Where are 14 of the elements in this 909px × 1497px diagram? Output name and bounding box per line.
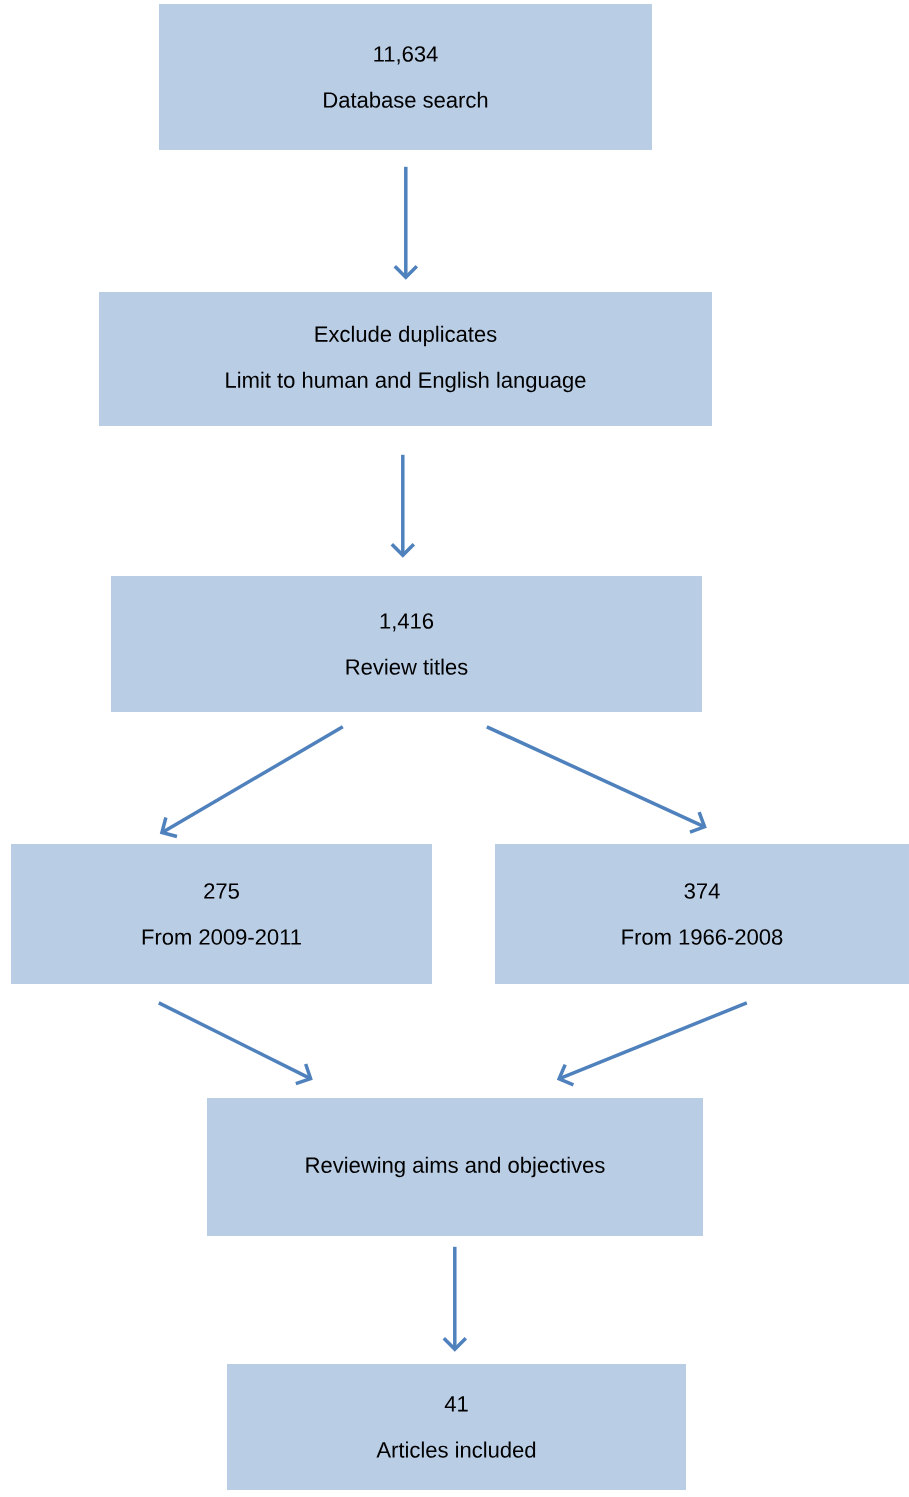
process-box: 41 Articles included [227,1364,686,1490]
process-box: 1,416 Review titles [111,576,702,712]
process-box: Exclude duplicates Limit to human and English language [99,292,712,426]
arrow [158,1001,313,1086]
arrow [486,725,707,834]
arrow [442,1246,468,1352]
arrow [159,725,344,839]
process-box: Reviewing aims and objectives [207,1098,703,1236]
process-box: 374 From 1966-2008 [495,844,909,984]
arrow [393,166,419,280]
arrow [390,454,416,558]
arrow [556,1001,748,1087]
process-box: 275 From 2009-2011 [11,844,432,984]
process-box: 11,634 Database search [159,4,652,150]
